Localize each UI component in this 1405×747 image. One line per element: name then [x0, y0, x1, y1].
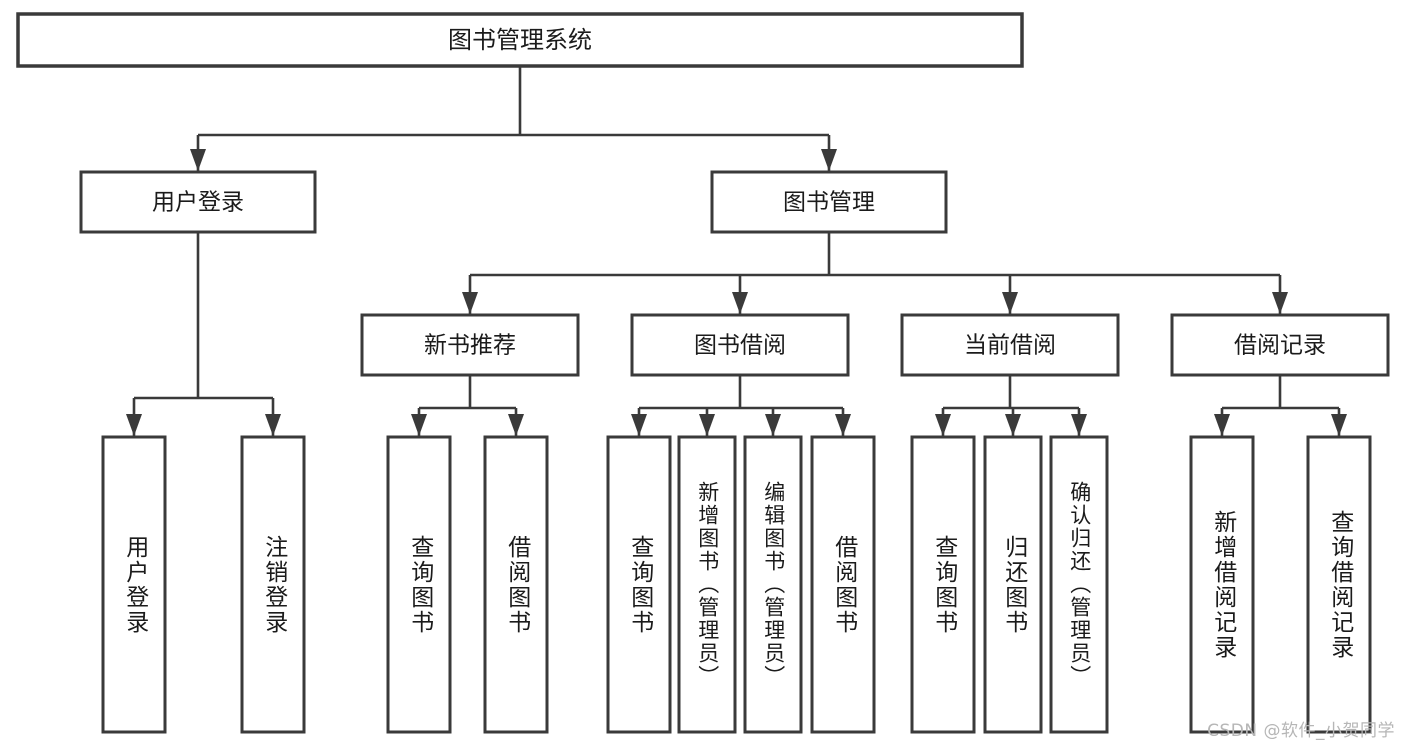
node-leaf-1-rect[interactable]: [240, 435, 306, 734]
node-l3-3-label: 借阅记录: [1234, 333, 1326, 359]
edge-user-login-arrow-0: [126, 414, 142, 436]
node-leaf-12-rect[interactable]: [1306, 435, 1372, 734]
edge-borrow-arrow-3: [835, 414, 851, 436]
node-l3-1-rect[interactable]: [630, 313, 850, 377]
node-root-rect[interactable]: [16, 12, 1024, 68]
node-leaf-9[interactable]: [983, 435, 1043, 734]
node-leaf-4[interactable]: [606, 435, 672, 734]
edge-book-mgmt-arrow-1: [732, 292, 748, 314]
node-l3-3[interactable]: 借阅记录: [1170, 313, 1390, 377]
node-leaf-12[interactable]: [1306, 435, 1372, 734]
node-leaf-5-rect[interactable]: [677, 435, 737, 734]
node-leaf-8[interactable]: [910, 435, 976, 734]
node-l2-1[interactable]: 图书管理: [710, 170, 948, 234]
edge-new-book-arrow-0: [411, 414, 427, 436]
edge-borrow-arrow-2: [765, 414, 781, 436]
node-leaf-6[interactable]: [743, 435, 803, 734]
node-l2-0-label: 用户登录: [152, 190, 244, 216]
node-l2-1-label: 图书管理: [783, 190, 875, 216]
node-leaf-11-rect[interactable]: [1189, 435, 1255, 734]
node-root-label: 图书管理系统: [448, 26, 592, 54]
node-leaf-2[interactable]: [386, 435, 452, 734]
edge-user-login-arrow-1: [265, 414, 281, 436]
watermark: CSDN @软件_小贺同学: [1207, 721, 1395, 741]
edge-root-arrow-0: [190, 149, 206, 171]
node-leaf-0[interactable]: [101, 435, 167, 734]
node-leaf-8-rect[interactable]: [910, 435, 976, 734]
node-l3-1-label: 图书借阅: [694, 333, 786, 359]
edge-current-arrow-1: [1005, 414, 1021, 436]
node-l3-2-label: 当前借阅: [964, 333, 1056, 359]
edge-borrow-arrow-0: [631, 414, 647, 436]
node-l3-0-rect[interactable]: [360, 313, 580, 377]
node-leaf-1[interactable]: [240, 435, 306, 734]
node-leaf-7[interactable]: [810, 435, 876, 734]
node-leaf-10-rect[interactable]: [1049, 435, 1109, 734]
node-leaf-3[interactable]: [483, 435, 549, 734]
edge-book-mgmt-arrow-3: [1272, 292, 1288, 314]
node-root[interactable]: 图书管理系统: [16, 12, 1024, 68]
node-leaf-9-rect[interactable]: [983, 435, 1043, 734]
edge-record-arrow-0: [1214, 414, 1230, 436]
node-l3-1[interactable]: 图书借阅: [630, 313, 850, 377]
node-leaf-3-rect[interactable]: [483, 435, 549, 734]
edge-book-mgmt-arrow-0: [462, 292, 478, 314]
node-leaf-5[interactable]: [677, 435, 737, 734]
edges-layer: [126, 66, 1347, 436]
edge-current-arrow-0: [935, 414, 951, 436]
node-l3-2[interactable]: 当前借阅: [900, 313, 1120, 377]
edge-new-book-arrow-1: [508, 414, 524, 436]
node-l3-2-rect[interactable]: [900, 313, 1120, 377]
node-leaf-10[interactable]: [1049, 435, 1109, 734]
edge-record-arrow-1: [1331, 414, 1347, 436]
node-l2-1-rect[interactable]: [710, 170, 948, 234]
node-leaf-0-rect[interactable]: [101, 435, 167, 734]
node-l3-3-rect[interactable]: [1170, 313, 1390, 377]
node-l3-0-label: 新书推荐: [424, 333, 516, 359]
node-l2-0-rect[interactable]: [79, 170, 317, 234]
node-l2-0[interactable]: 用户登录: [79, 170, 317, 234]
node-leaf-11[interactable]: [1189, 435, 1255, 734]
edge-current-arrow-2: [1071, 414, 1087, 436]
node-leaf-6-rect[interactable]: [743, 435, 803, 734]
edge-book-mgmt-arrow-2: [1002, 292, 1018, 314]
node-l3-0[interactable]: 新书推荐: [360, 313, 580, 377]
node-leaf-4-rect[interactable]: [606, 435, 672, 734]
edge-root-arrow-1: [821, 149, 837, 171]
edge-borrow-arrow-1: [699, 414, 715, 436]
node-leaf-7-rect[interactable]: [810, 435, 876, 734]
node-leaf-2-rect[interactable]: [386, 435, 452, 734]
